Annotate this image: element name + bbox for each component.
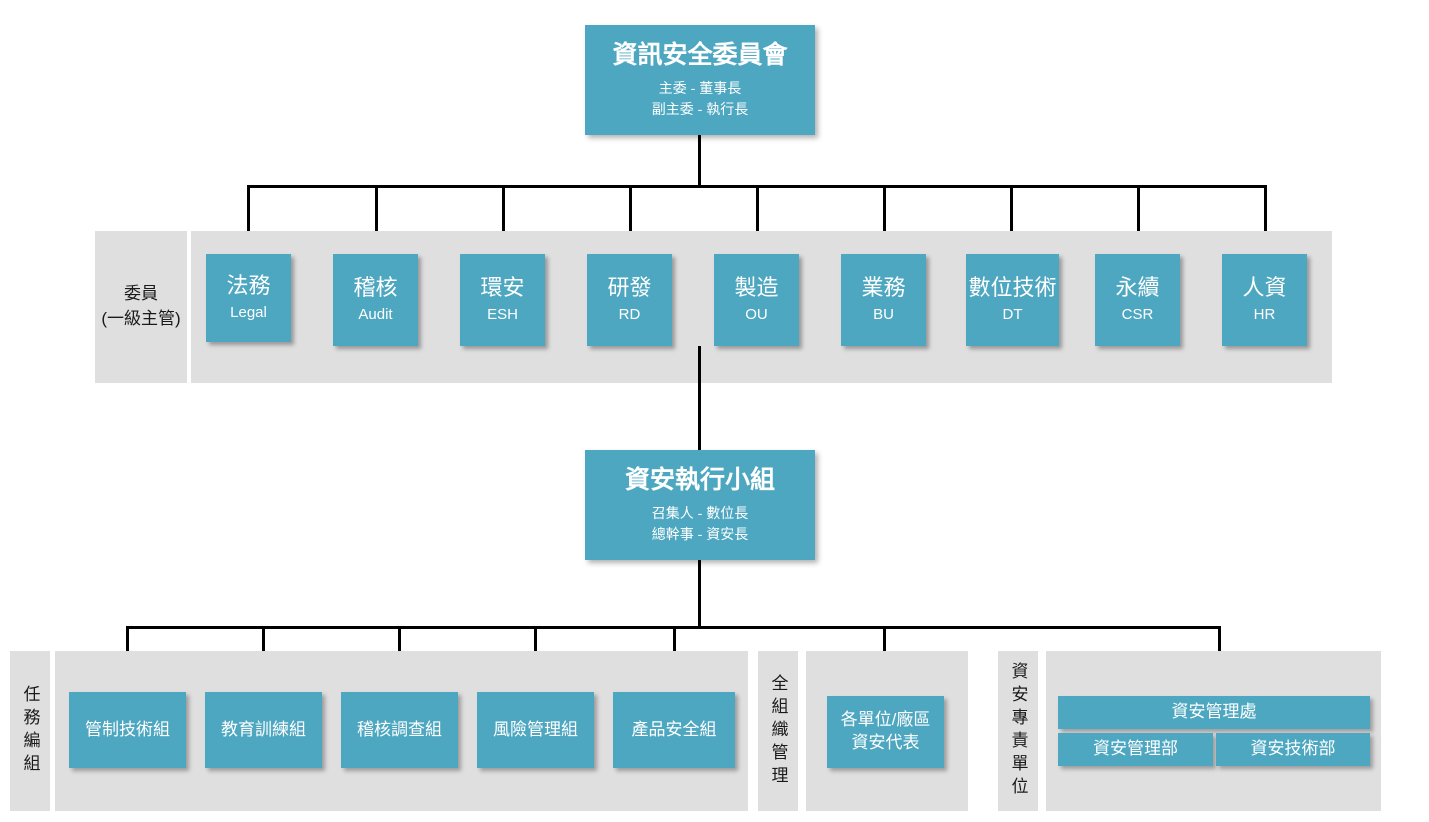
member-en-csr: CSR (1121, 306, 1154, 324)
task-box-control-tech-label: 管制技術組 (85, 719, 170, 739)
committee-box[interactable]: 資訊安全委員會 主委 - 董事長 副主委 - 執行長 (585, 25, 815, 135)
member-node-rd[interactable]: 研發 RD (587, 254, 672, 346)
connector-drop-audit (375, 185, 378, 242)
execution-team-secretary: 總幹事 - 資安長 (651, 526, 749, 542)
execution-team-box[interactable]: 資安執行小組 召集人 - 數位長 總幹事 - 資安長 (585, 450, 815, 560)
member-cn-audit: 稽核 (353, 275, 398, 301)
member-node-hr[interactable]: 人資 HR (1222, 254, 1307, 346)
member-en-ou: OU (745, 306, 768, 324)
member-node-esh[interactable]: 環安 ESH (460, 254, 545, 346)
member-node-ou[interactable]: 製造 OU (714, 254, 799, 346)
execution-team-title: 資安執行小組 (624, 466, 775, 494)
member-en-dt: DT (1002, 306, 1023, 324)
dedicated-unit-head-box[interactable]: 資安管理處 (1058, 696, 1370, 729)
member-cn-csr: 永續 (1115, 275, 1160, 301)
org-wide-label: 全組織管理 (758, 651, 798, 811)
members-label-line1: 委員 (124, 284, 158, 304)
connector-drop-legal (247, 185, 250, 242)
dedicated-unit-label: 資安專責單位 (998, 651, 1038, 811)
committee-role-chair: 主委 - 董事長 (658, 80, 742, 96)
connector-members-to-exec (698, 346, 701, 451)
task-box-risk-management-label: 風險管理組 (493, 719, 578, 739)
member-cn-esh: 環安 (480, 275, 525, 301)
connector-drop-rd (629, 185, 632, 242)
member-cn-bu: 業務 (861, 275, 906, 301)
org-wide-box-line1: 各單位/廠區 (840, 710, 931, 730)
member-en-legal: Legal (230, 304, 267, 322)
member-cn-hr: 人資 (1242, 275, 1287, 301)
dedicated-unit-dept-technology-label: 資安技術部 (1250, 739, 1336, 759)
connector-exec-down (698, 560, 701, 628)
task-box-control-tech[interactable]: 管制技術組 (69, 692, 186, 768)
task-box-training[interactable]: 教育訓練組 (205, 692, 322, 768)
member-cn-rd: 研發 (607, 275, 652, 301)
connector-drop-esh (502, 185, 505, 242)
members-row-label: 委員 (一級主管) (95, 231, 187, 383)
org-wide-box-line2: 資安代表 (851, 733, 920, 752)
task-box-risk-management[interactable]: 風險管理組 (477, 692, 594, 768)
dedicated-unit-dept-management-label: 資安管理部 (1093, 739, 1178, 759)
dedicated-unit-head-label: 資安管理處 (1171, 702, 1257, 722)
member-cn-legal: 法務 (226, 273, 271, 299)
member-en-bu: BU (873, 306, 894, 324)
member-en-audit: Audit (358, 306, 393, 324)
committee-title: 資訊安全委員會 (612, 41, 788, 69)
member-node-csr[interactable]: 永續 CSR (1095, 254, 1180, 346)
connector-drop-dt (1010, 185, 1013, 242)
member-node-audit[interactable]: 稽核 Audit (333, 254, 418, 346)
member-node-bu[interactable]: 業務 BU (841, 254, 926, 346)
dedicated-unit-band (1046, 651, 1381, 811)
org-wide-representative-box[interactable]: 各單位/廠區 資安代表 (827, 696, 944, 768)
dedicated-unit-dept-technology[interactable]: 資安技術部 (1216, 733, 1370, 766)
task-box-training-label: 教育訓練組 (221, 719, 306, 739)
member-cn-ou: 製造 (734, 275, 779, 301)
member-en-rd: RD (618, 306, 641, 324)
member-node-dt[interactable]: 數位技術 DT (966, 254, 1059, 346)
execution-team-convener: 召集人 - 數位長 (651, 505, 749, 521)
committee-role-vice-chair: 副主委 - 執行長 (651, 101, 749, 117)
member-en-hr: HR (1253, 306, 1276, 324)
connector-drop-hr (1264, 185, 1267, 242)
org-wide-label-text: 全組織管理 (768, 673, 788, 789)
connector-drop-ou (756, 185, 759, 242)
connector-members-bus (247, 185, 1264, 188)
member-cn-dt: 數位技術 (968, 275, 1057, 301)
task-box-product-security[interactable]: 產品安全組 (613, 692, 735, 768)
member-node-legal[interactable]: 法務 Legal (206, 254, 291, 342)
task-force-label-text: 任務編組 (20, 685, 40, 777)
dedicated-unit-label-text: 資安專責單位 (1008, 662, 1028, 800)
task-box-audit-investigation-label: 稽核調查組 (357, 719, 442, 739)
member-en-esh: ESH (487, 306, 518, 324)
connector-committee-down (698, 135, 701, 187)
task-box-product-security-label: 產品安全組 (631, 719, 717, 739)
task-box-audit-investigation[interactable]: 稽核調查組 (341, 692, 458, 768)
members-label-line2: (一級主管) (101, 309, 181, 328)
task-force-label: 任務編組 (10, 651, 50, 811)
dedicated-unit-dept-management[interactable]: 資安管理部 (1058, 733, 1213, 766)
connector-drop-csr (1137, 185, 1140, 242)
connector-drop-bu (883, 185, 886, 242)
